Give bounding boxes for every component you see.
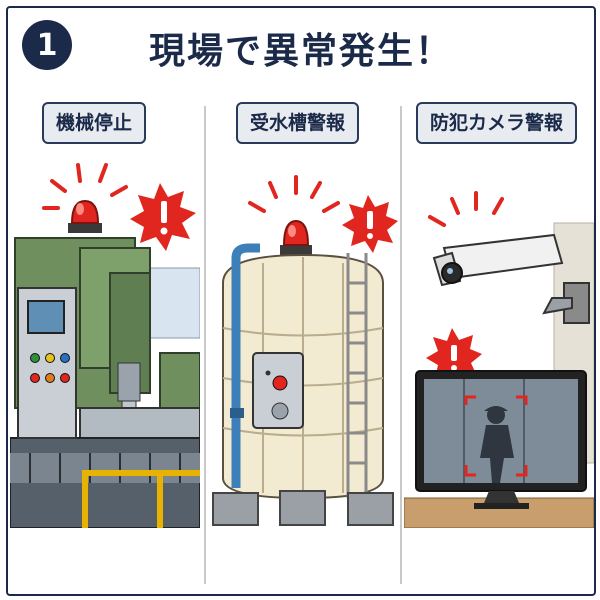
exclamation-burst-icon bbox=[342, 195, 398, 253]
panel-water-tank bbox=[208, 153, 398, 528]
panel-security-camera bbox=[404, 153, 594, 528]
red-beacon-icon bbox=[280, 219, 312, 255]
alert-rays bbox=[42, 163, 128, 210]
card-frame: 1 現場で異常発生！ 機械停止 受水槽警報 防犯カメラ警報 bbox=[6, 6, 596, 596]
control-panel bbox=[17, 287, 77, 439]
intruder-figure bbox=[480, 406, 514, 483]
step-number: 1 bbox=[36, 27, 58, 63]
tank-ladder bbox=[346, 253, 368, 498]
pipe-joint bbox=[230, 408, 244, 418]
label-machine-stop: 機械停止 bbox=[42, 102, 147, 144]
panel-machine bbox=[10, 153, 200, 528]
water-pipe bbox=[231, 243, 260, 488]
page-title: 現場で異常発生！ bbox=[148, 31, 453, 72]
column-divider-2 bbox=[400, 106, 402, 584]
step-number-badge: 1 bbox=[22, 20, 72, 70]
alert-rays bbox=[248, 175, 340, 213]
label-camera-alarm: 防犯カメラ警報 bbox=[416, 102, 578, 144]
exclamation-burst-icon bbox=[130, 183, 196, 251]
label-water-tank-alarm: 受水槽警報 bbox=[236, 102, 360, 144]
safety-rail bbox=[82, 470, 200, 528]
concrete-base bbox=[212, 490, 394, 526]
detection-frame bbox=[464, 395, 528, 477]
red-beacon-icon bbox=[68, 199, 102, 233]
industrial-machine bbox=[10, 237, 200, 528]
camera-icon bbox=[432, 233, 590, 324]
alert-rays bbox=[428, 191, 504, 227]
alarm-box bbox=[252, 352, 304, 429]
column-divider-1 bbox=[204, 106, 206, 584]
